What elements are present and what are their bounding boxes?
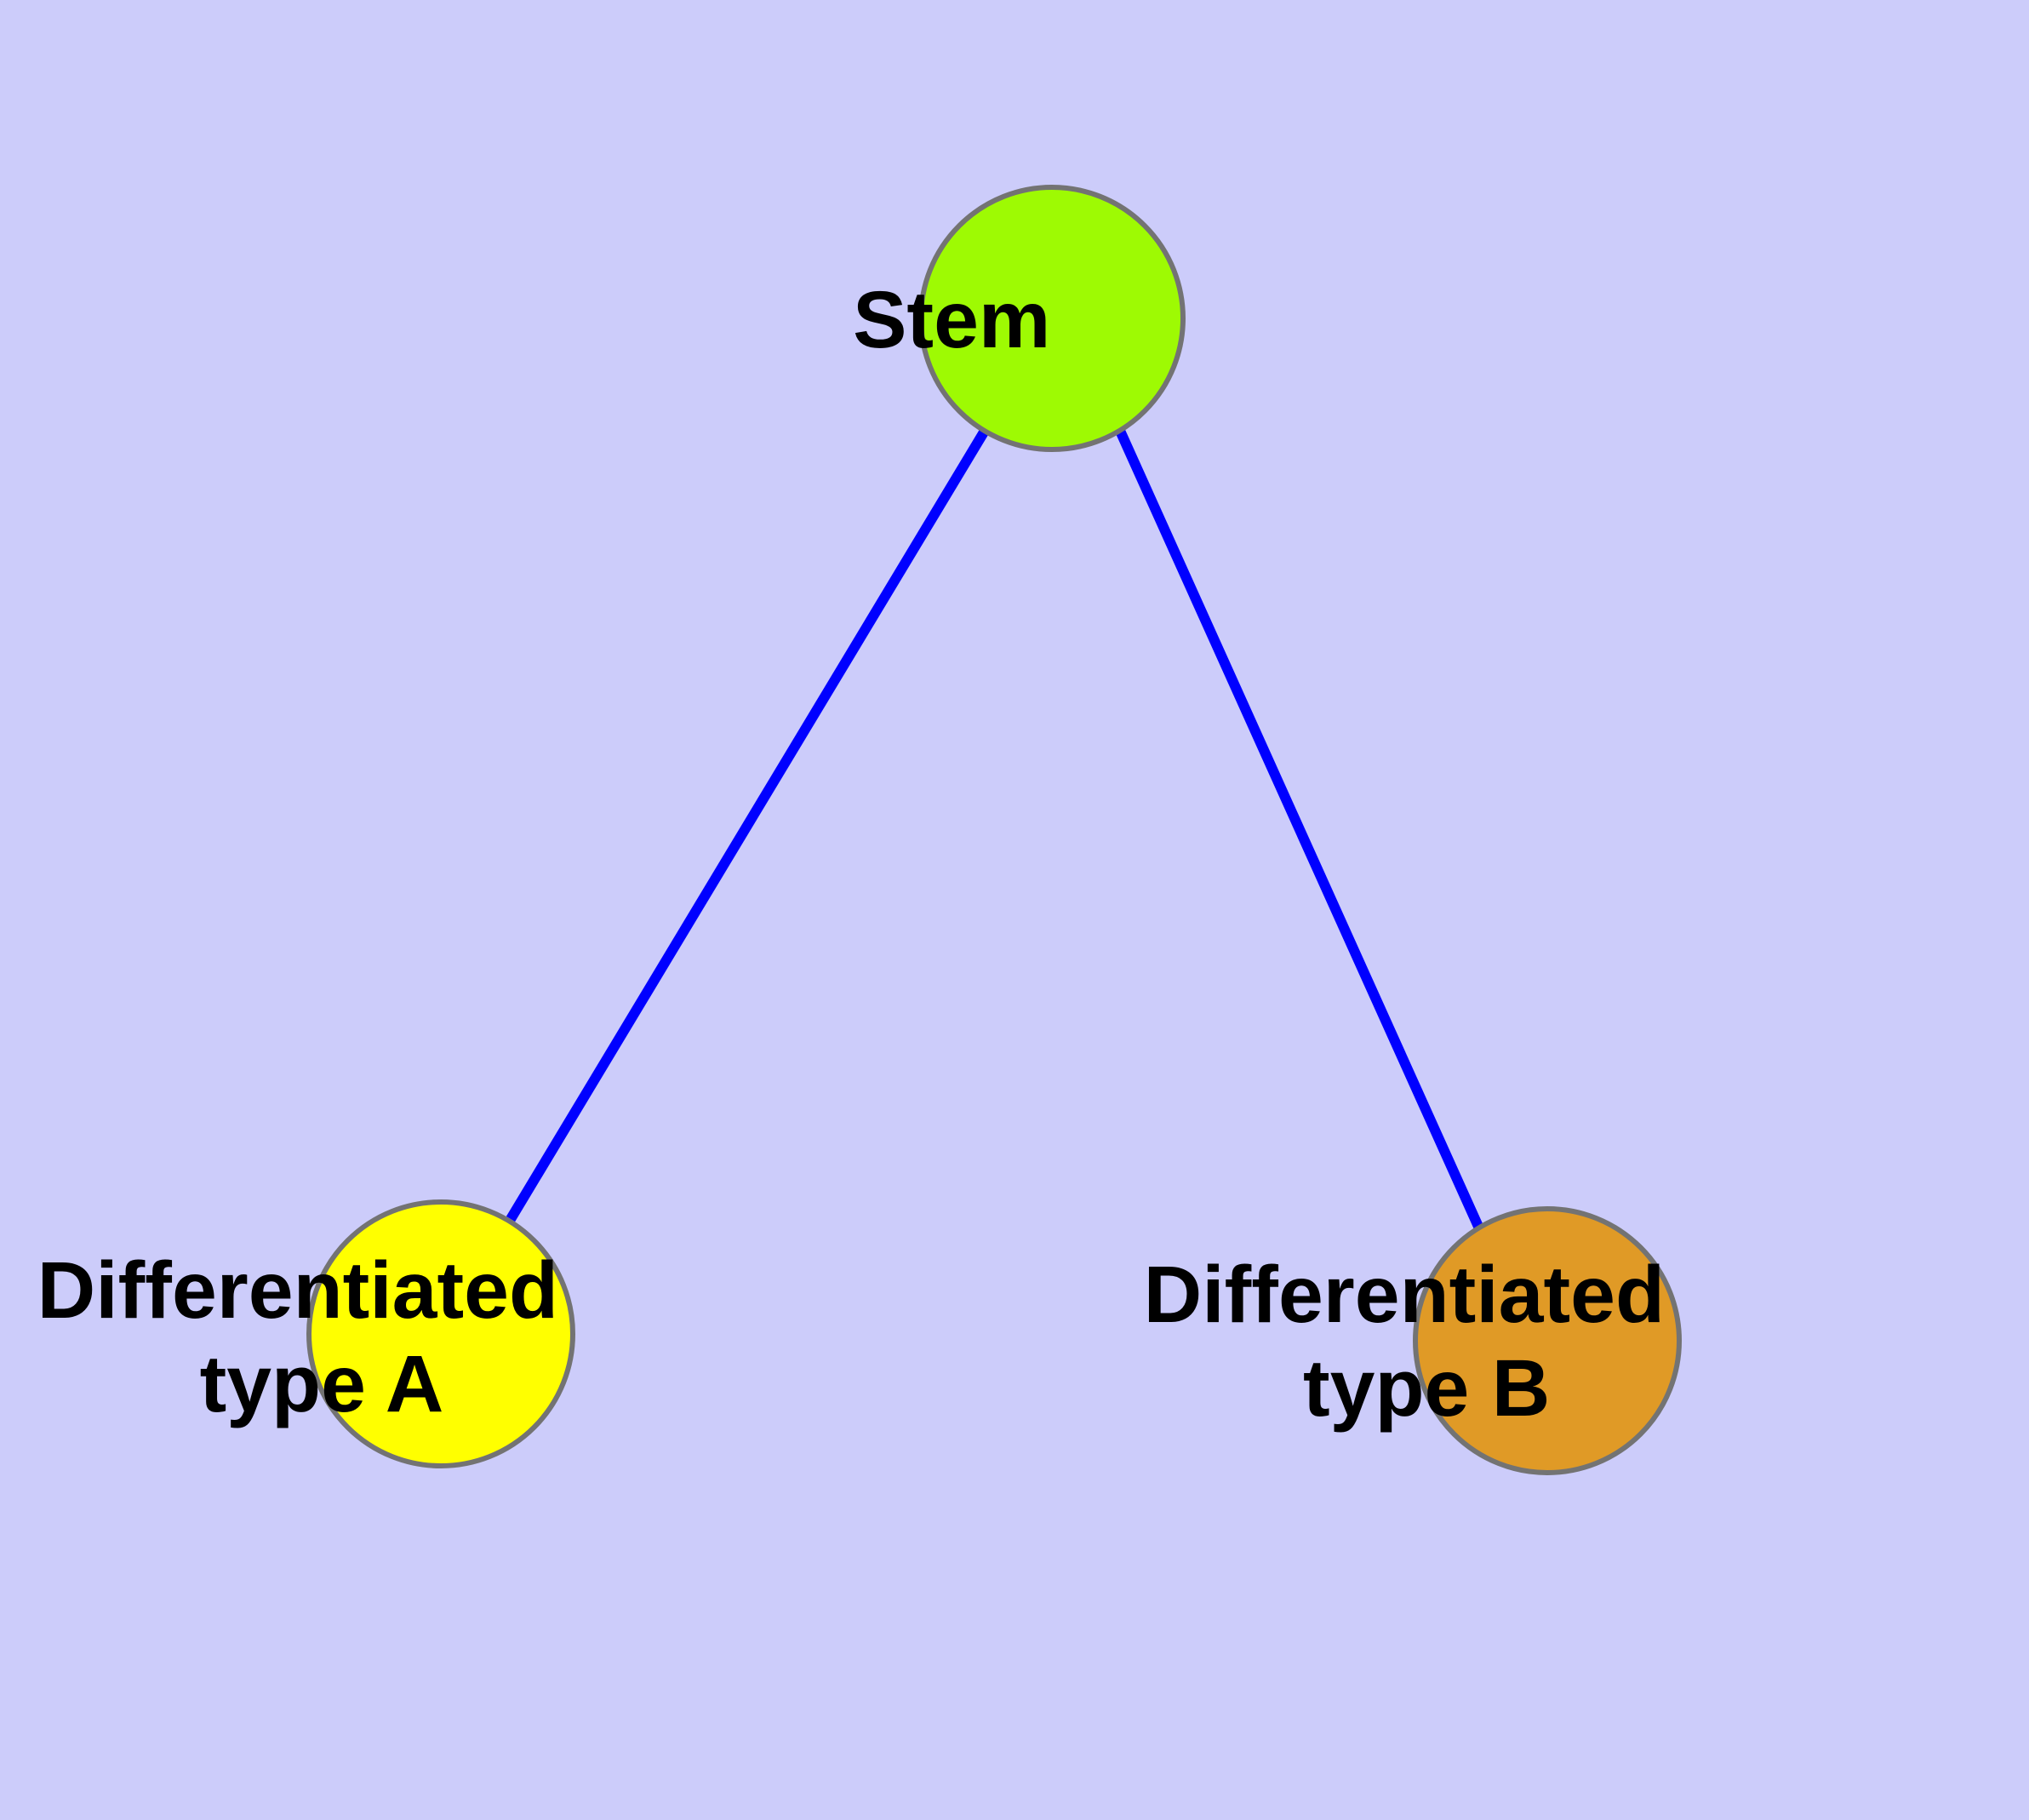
node-diff-a-circle[interactable]	[306, 1199, 575, 1468]
node-stem-circle[interactable]	[918, 185, 1186, 452]
node-diff-a[interactable]: Differentiated type A	[37, 1199, 806, 1468]
node-stem-label: Stem	[853, 275, 1253, 365]
node-diff-b[interactable]: Differentiated type B	[1144, 1206, 1912, 1475]
node-layer: Stem Differentiated type A Differentiate…	[37, 185, 1912, 1475]
node-diff-b-label-line-2: type B	[1303, 1343, 1550, 1434]
node-diff-a-label-line-1: Differentiated	[37, 1245, 558, 1336]
node-stem-label-line-1: Stem	[853, 275, 1050, 365]
node-diff-a-label: Differentiated type A	[37, 1245, 806, 1429]
node-diff-b-circle[interactable]	[1413, 1206, 1682, 1475]
node-diff-a-label-line-2: type A	[200, 1339, 443, 1429]
node-diff-b-label: Differentiated type B	[1144, 1250, 1912, 1434]
edge-stem-to-diff-a[interactable]	[506, 427, 990, 1222]
edge-layer	[506, 427, 1484, 1231]
node-stem[interactable]: Stem	[853, 185, 1253, 452]
edge-stem-to-diff-b[interactable]	[1115, 428, 1484, 1231]
node-diff-b-label-line-1: Differentiated	[1144, 1250, 1665, 1340]
